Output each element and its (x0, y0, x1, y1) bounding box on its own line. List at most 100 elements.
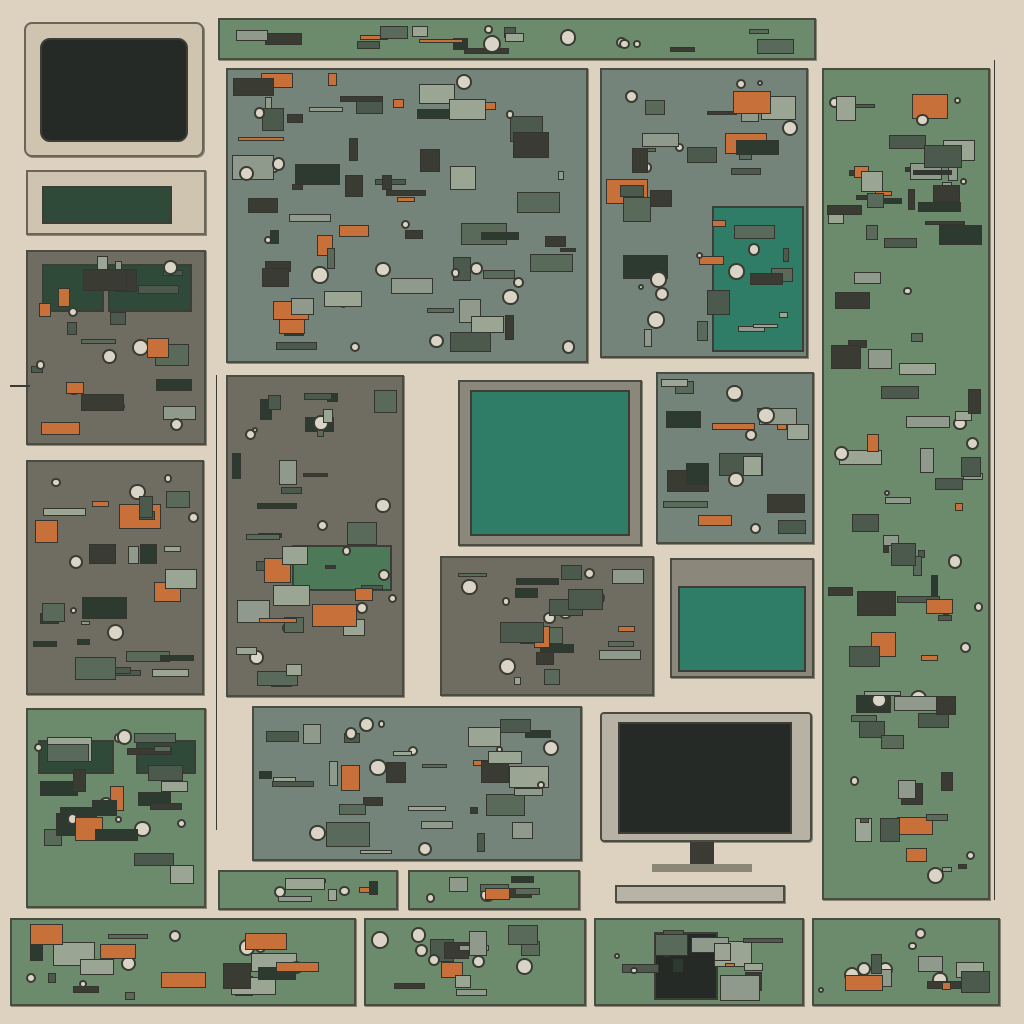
knob-icon (583, 567, 596, 580)
knob-icon (782, 119, 799, 136)
control-module (312, 603, 358, 628)
knob-icon (655, 287, 670, 302)
control-module (698, 256, 725, 266)
control-module (76, 638, 90, 645)
control-module (279, 460, 297, 485)
control-module (924, 144, 962, 168)
knob-icon (512, 276, 524, 288)
knob-icon (953, 96, 961, 104)
control-module (504, 314, 515, 340)
control-module (632, 148, 649, 174)
control-module (611, 568, 645, 585)
control-module (149, 802, 183, 810)
cable (994, 60, 995, 900)
control-module (322, 409, 333, 423)
control-module (955, 502, 964, 511)
knob-icon (483, 25, 493, 34)
monitor-stand (690, 842, 714, 866)
control-module (152, 669, 190, 677)
control-module (742, 456, 763, 476)
control-module (449, 98, 486, 121)
control-module (644, 328, 653, 348)
control-module (323, 290, 363, 307)
knob-icon (51, 477, 62, 488)
control-module (890, 542, 917, 566)
control-module (356, 41, 381, 49)
control-module (81, 394, 124, 412)
control-module (421, 821, 454, 830)
control-module (328, 760, 338, 786)
control-module (514, 677, 522, 686)
knob-icon (450, 268, 461, 278)
control-module (148, 765, 184, 782)
control-module (514, 788, 544, 797)
control-module (72, 985, 99, 994)
knob-icon (356, 601, 368, 614)
knob-icon (637, 283, 644, 291)
control-module (416, 109, 452, 120)
knob-icon (271, 157, 286, 171)
knob-icon (429, 333, 445, 349)
control-module (134, 853, 174, 866)
knob-icon (614, 952, 621, 959)
control-module (450, 332, 492, 353)
small-strip-right (408, 870, 580, 910)
knob-icon (34, 743, 44, 753)
control-module (655, 933, 688, 957)
control-module (268, 394, 282, 410)
control-module (560, 564, 583, 580)
control-module (48, 972, 57, 984)
control-module (524, 730, 551, 738)
crt-monitor-top-left (24, 22, 204, 157)
control-module (666, 410, 701, 429)
center-left-console (226, 375, 404, 697)
control-module (231, 155, 275, 181)
control-module (889, 134, 926, 149)
control-module (392, 751, 413, 756)
control-module (880, 817, 900, 843)
knob-icon (960, 178, 967, 185)
control-module (373, 390, 397, 413)
cable (216, 375, 217, 830)
control-module (732, 90, 772, 115)
control-module (607, 641, 635, 647)
control-module (236, 29, 269, 41)
control-module (827, 587, 853, 597)
control-module (292, 183, 304, 191)
control-module (560, 247, 576, 252)
control-module (894, 695, 938, 711)
control-module (147, 337, 169, 359)
knob-icon (163, 474, 172, 483)
knob-icon (559, 29, 577, 46)
control-module (698, 515, 732, 527)
control-module (669, 46, 695, 53)
control-module (256, 502, 297, 510)
knob-icon (418, 841, 433, 856)
control-module (535, 651, 554, 665)
knob-icon (341, 546, 352, 556)
control-module (154, 746, 171, 752)
control-module (481, 760, 509, 783)
control-module (449, 166, 477, 190)
tall-rack-right (822, 68, 990, 900)
control-module (276, 341, 318, 351)
control-module (369, 880, 379, 895)
control-module (882, 534, 899, 547)
knob-icon (747, 242, 761, 256)
control-module (420, 149, 440, 173)
knob-icon (378, 568, 391, 581)
knob-icon (726, 384, 743, 402)
knob-icon (537, 781, 546, 790)
control-module (854, 272, 882, 285)
control-module (72, 769, 86, 792)
control-module (381, 175, 393, 190)
knob-icon (168, 929, 182, 943)
control-module (427, 307, 454, 314)
control-module (830, 344, 862, 369)
control-module (288, 214, 332, 223)
knob-icon (756, 79, 764, 86)
control-module (515, 578, 559, 586)
knob-panel-center (440, 556, 654, 696)
knob-icon (749, 523, 761, 535)
control-module (419, 84, 455, 104)
